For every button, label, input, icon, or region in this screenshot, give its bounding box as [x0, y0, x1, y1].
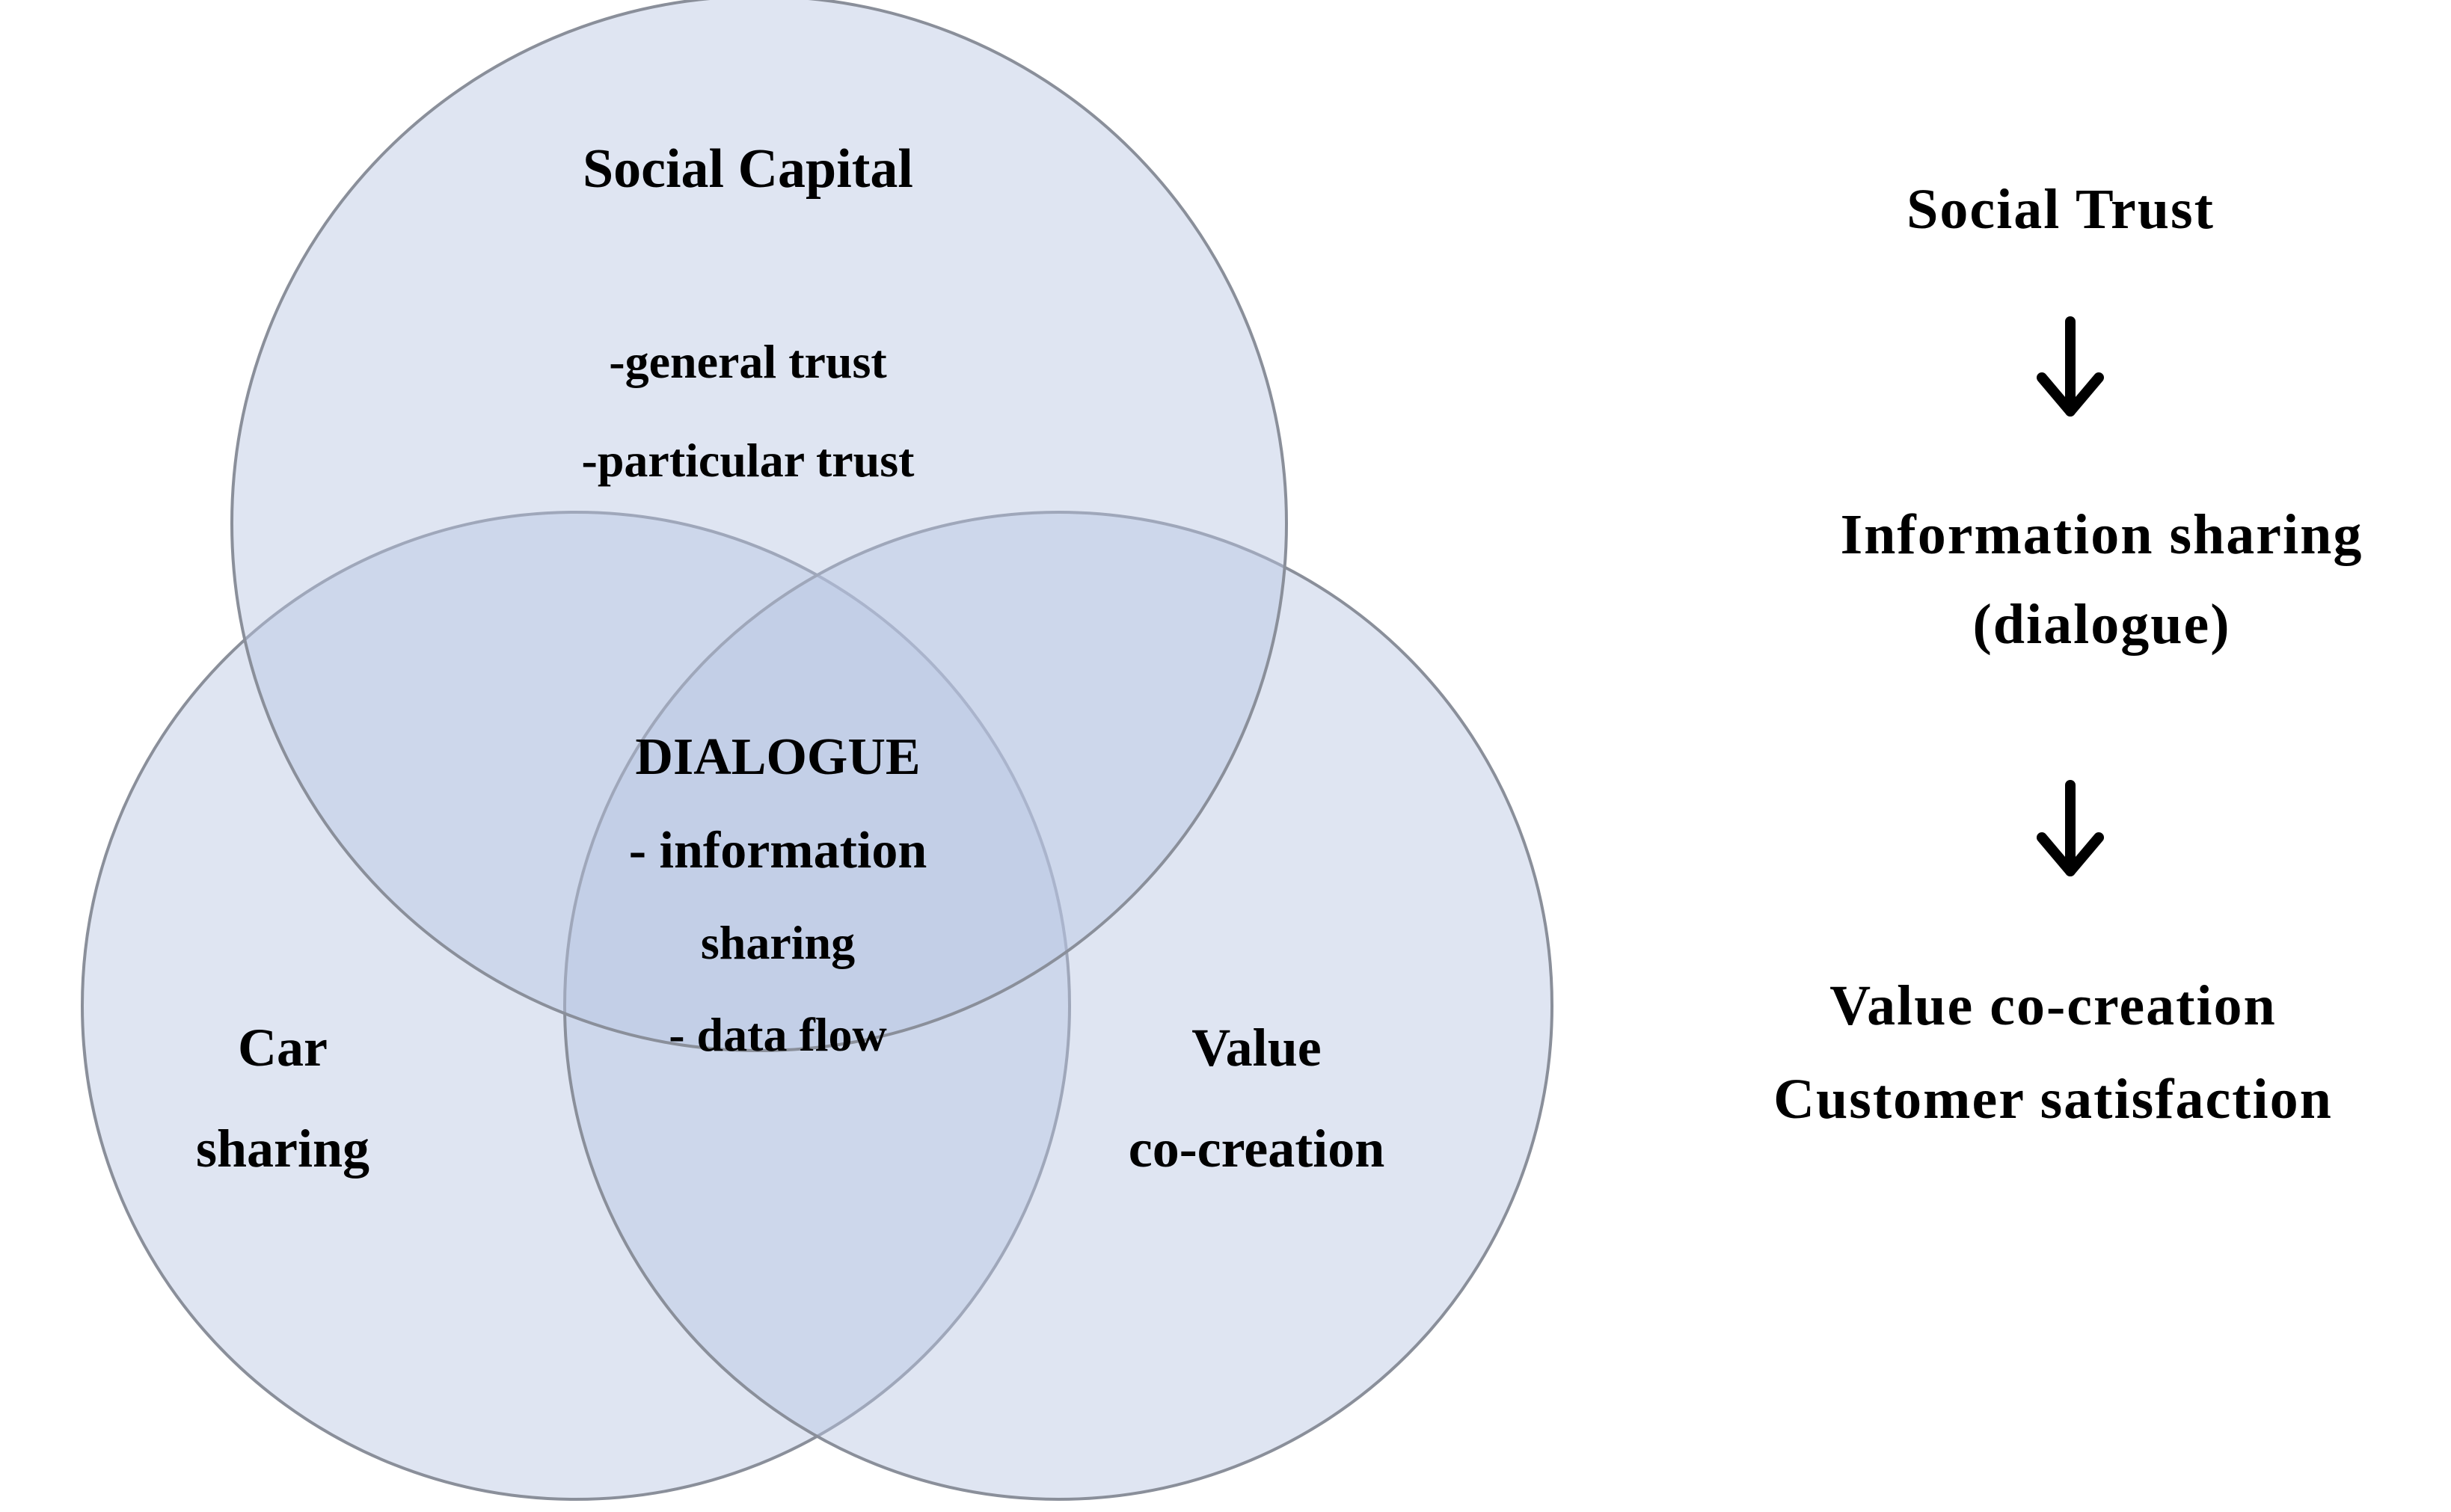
car-sharing-line-2: sharing — [196, 1119, 369, 1178]
flow-step-dialogue: (dialogue) — [1972, 593, 2230, 656]
venn-circle-value-co-creation — [563, 511, 1553, 1501]
dialogue-title: DIALOGUE — [635, 728, 920, 786]
car-sharing-line-1: Car — [238, 1018, 328, 1078]
value-co-creation-line-2: co-creation — [1129, 1119, 1385, 1178]
social-capital-item-particular-trust: -particular trust — [582, 434, 915, 487]
venn-circle-car-sharing — [81, 511, 1071, 1501]
flow-step-value-co-creation: Value co-creation — [1829, 974, 2277, 1037]
flow-step-customer-satisfaction: Customer satisfaction — [1773, 1068, 2333, 1131]
flow-sequence: Social Trust Information sharing (dialog… — [1773, 178, 2363, 1131]
flow-step-social-trust: Social Trust — [1906, 178, 2215, 241]
venn-circle-social-capital — [230, 0, 1288, 1052]
venn-diagram — [81, 0, 1553, 1501]
dialogue-item-data-flow: - data flow — [669, 1008, 887, 1061]
social-capital-item-general-trust: -general trust — [609, 335, 887, 388]
value-co-creation-line-1: Value — [1191, 1018, 1321, 1078]
dialogue-item-sharing: sharing — [701, 916, 855, 969]
arrow-down-icon — [2037, 780, 2104, 876]
flow-step-information-sharing: Information sharing — [1841, 503, 2363, 566]
social-capital-title: Social Capital — [583, 138, 913, 200]
dialogue-item-information: - information — [629, 822, 927, 879]
arrow-down-icon — [2037, 316, 2104, 417]
